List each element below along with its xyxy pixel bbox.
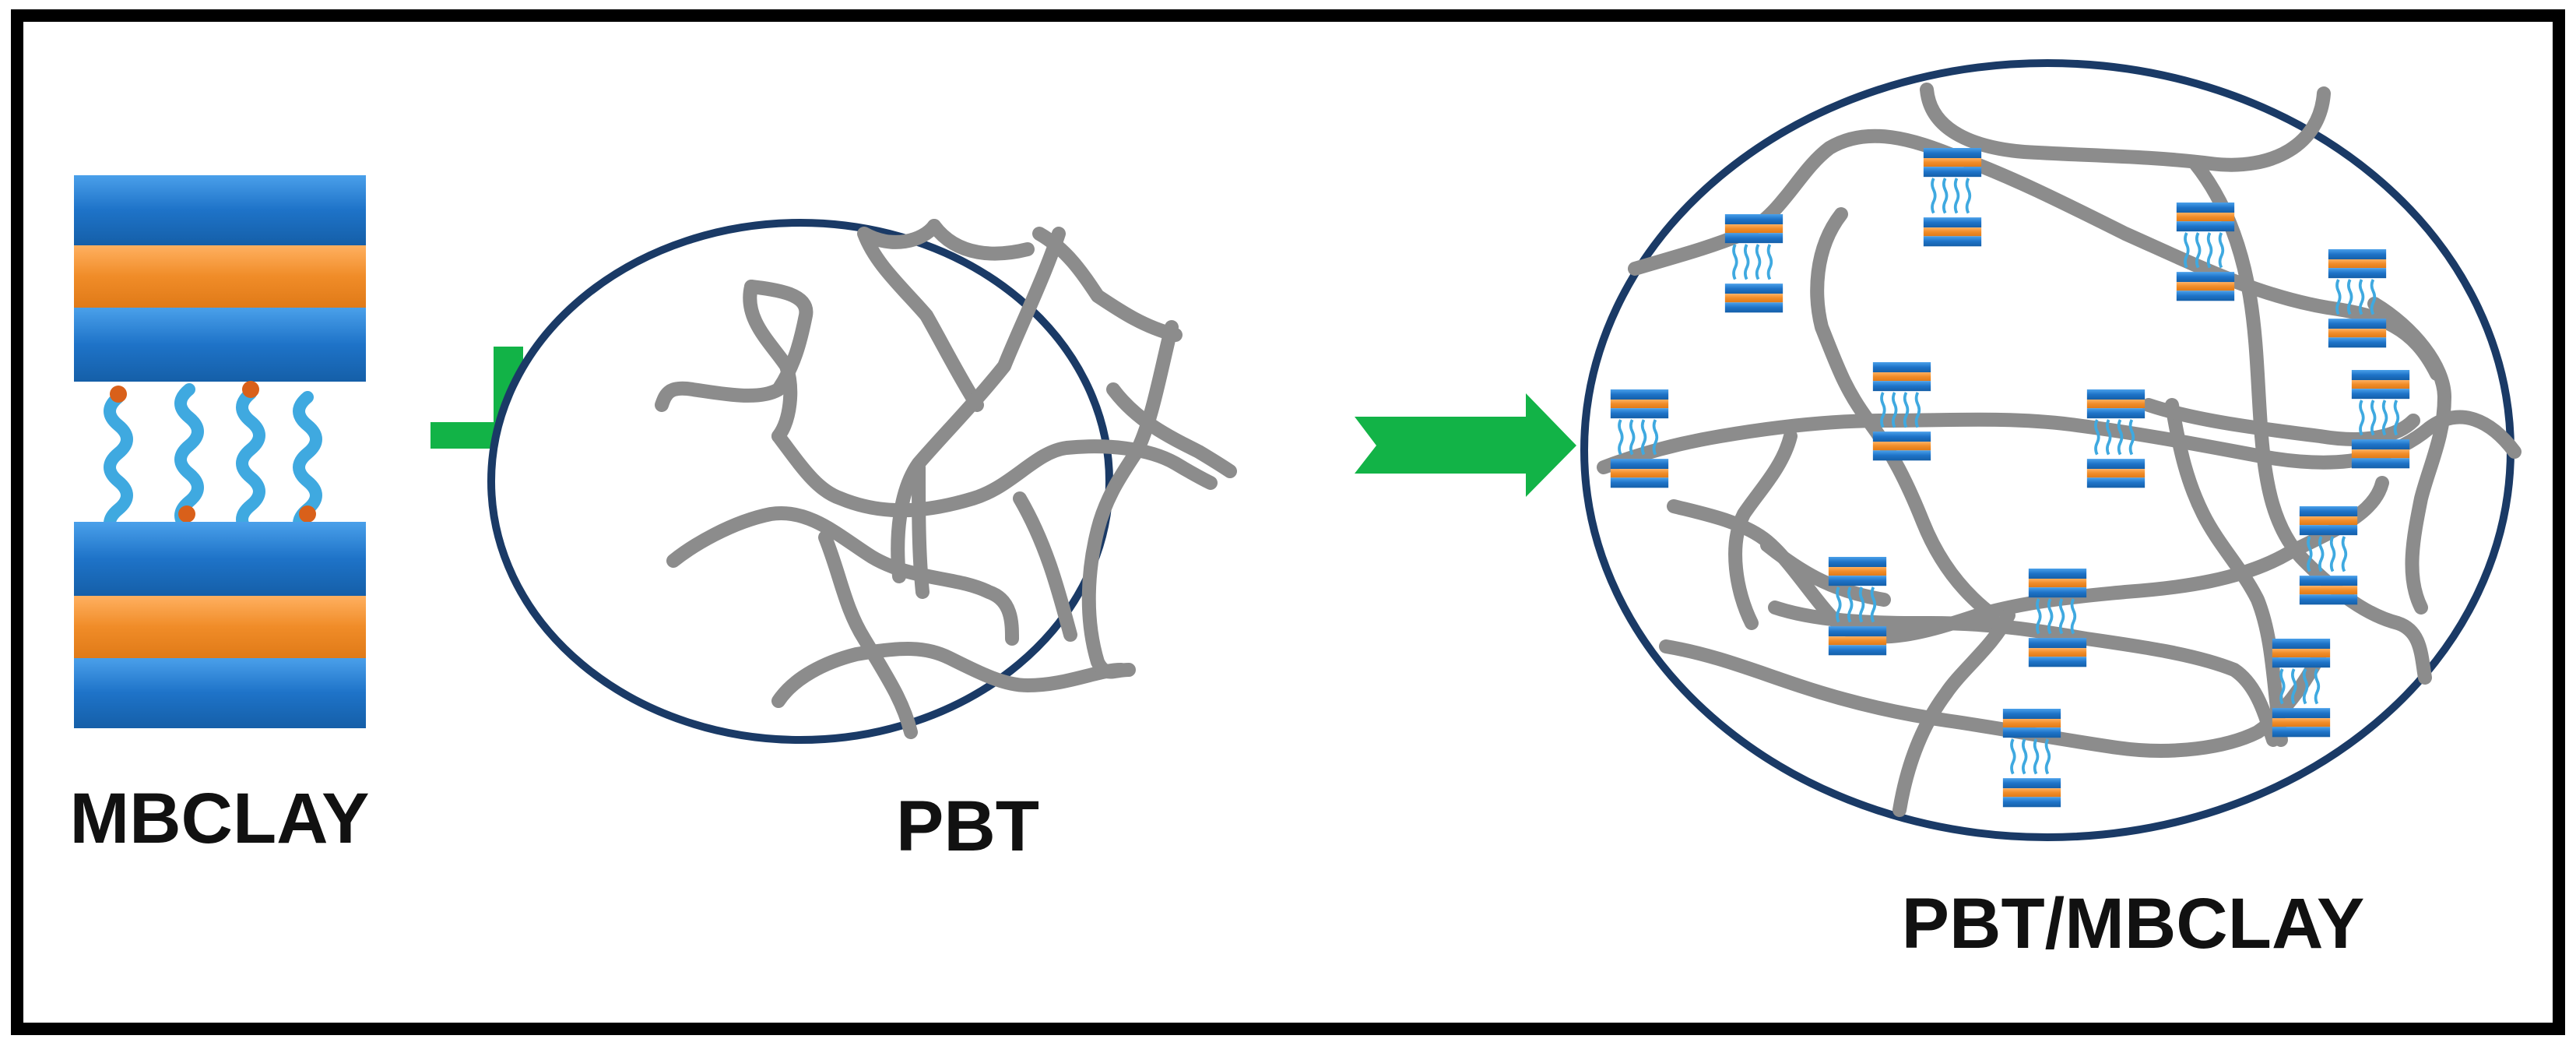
pbt-polymer-chains [655, 219, 1237, 739]
arrow-right-icon [1355, 393, 1576, 497]
composite-label: PBT/MBCLAY [1902, 884, 2365, 963]
clay-layer-bottom-blue-1 [74, 522, 366, 596]
clay-layer-bottom-orange [74, 596, 366, 658]
clay-layer-top-blue-1 [74, 175, 366, 245]
composite-circle [1580, 59, 2522, 841]
pbt-label: PBT [896, 787, 1039, 866]
clay-layer-top-orange [74, 245, 366, 308]
pbt-polymer-circle [487, 219, 1237, 744]
surfactant-heads [110, 381, 316, 523]
pbt-circle-outline [487, 219, 1113, 744]
mbclay-label: MBCLAY [69, 779, 369, 858]
mbclay-structure [74, 175, 366, 728]
surfactant-chains [104, 383, 322, 544]
clay-layer-bottom-blue-2 [74, 658, 366, 728]
clay-layer-top-blue-2 [74, 308, 366, 382]
